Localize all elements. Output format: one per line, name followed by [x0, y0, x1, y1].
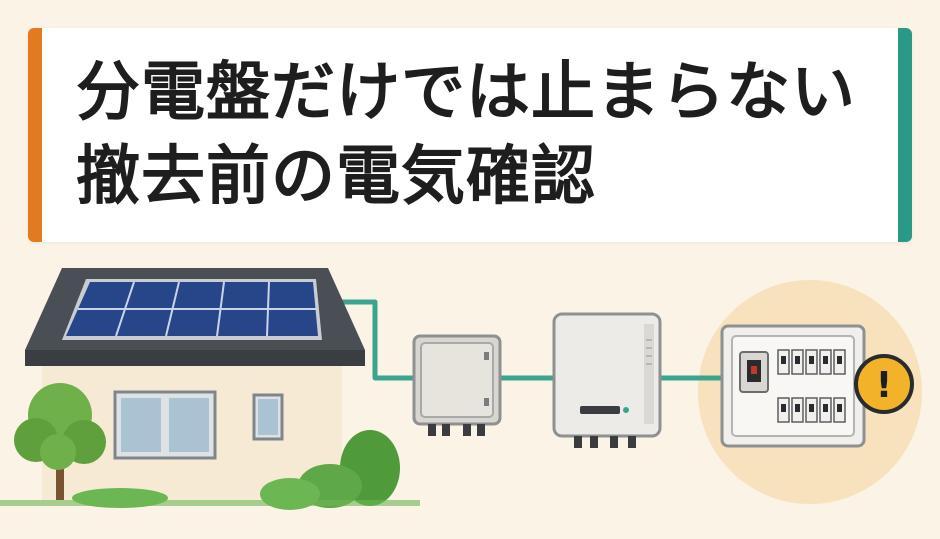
warning-symbol: ! — [876, 365, 892, 406]
title-line-1: 分電盤だけでは止まらない — [76, 56, 856, 130]
breaker-panel-icon — [720, 324, 866, 448]
inverter-icon — [552, 312, 662, 448]
title-card: 分電盤だけでは止まらない 撤去前の電気確認 — [28, 28, 912, 242]
accent-bar-right — [898, 28, 912, 242]
solar-panel-icon — [62, 279, 322, 340]
warning-icon: ! — [854, 354, 914, 414]
house-icon — [25, 268, 365, 500]
title-line-2: 撤去前の電気確認 — [76, 140, 596, 214]
cable — [319, 299, 725, 381]
accent-bar-left — [28, 28, 42, 242]
junction-box-icon — [412, 334, 502, 436]
ground — [0, 500, 420, 506]
tree-icon — [14, 383, 106, 500]
